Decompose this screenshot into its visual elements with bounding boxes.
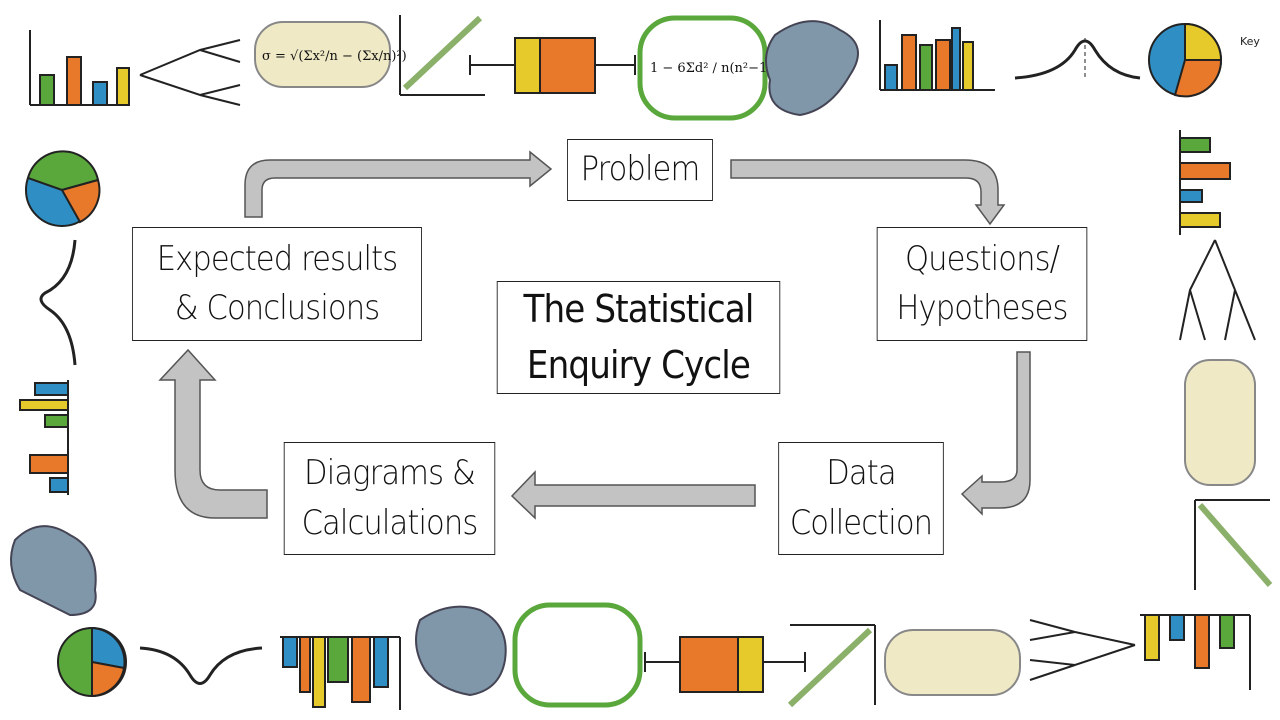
tree-diagram-doodle [139,39,241,106]
key-label: Key [1240,35,1260,48]
bar-chart-doodle-right [1179,130,1231,235]
bar-chart-doodle [29,30,130,106]
map-doodle [765,20,859,117]
box-plot-doodle-bottom [644,636,806,693]
bar-chart-doodle-bottom [280,636,401,710]
bar-chart-doodle-2 [879,20,995,91]
bar-chart-doodle-bottom-right [1140,614,1251,690]
arrow-questions-to-data [960,351,1031,516]
map-doodle-bottom [415,605,507,697]
sd-formula-cloud-right [1184,359,1256,486]
spearman-formula-cloud: 1 − 6Σd² / n(n²−1) [637,15,772,121]
tree-diagram-doodle-bottom [1029,619,1136,681]
bar-chart-doodle-left [19,380,69,495]
arrow-problem-to-questions [730,159,1006,226]
stage-questions-hypotheses: Questions/ Hypotheses [876,227,1088,341]
stage-diagrams-calculations: Diagrams & Calculations [283,442,496,555]
stage-expected-results-conclusions: Expected results & Conclusions [132,227,422,341]
scatter-doodle [399,15,485,96]
normal-curve-doodle-left [39,239,77,366]
box-plot-doodle [469,37,636,94]
stage-problem: Problem [567,139,713,201]
map-doodle-left [10,525,97,617]
scatter-doodle-right [1194,499,1273,590]
svg-text:σ = √(Σx²/n − (Σx/n)²): σ = √(Σx²/n − (Σx/n)²) [262,49,407,64]
arrow-data-to-diagrams [510,470,756,520]
pie-chart-doodle [1148,22,1223,98]
spearman-formula-cloud-bottom [512,602,643,708]
scatter-doodle-bottom [787,624,876,708]
normal-curve-doodle [1014,39,1141,80]
diagram-title: The Statistical Enquiry Cycle [496,281,781,394]
arrow-diagrams-to-conclusions [158,348,268,519]
sd-formula-cloud-bottom [884,629,1021,696]
pie-chart-doodle-bottom [57,626,127,698]
arrow-conclusions-to-problem [244,150,553,218]
tree-diagram-doodle-right [1179,239,1256,341]
pie-chart-doodle-left [25,150,101,227]
sd-formula-cloud: σ = √(Σx²/n − (Σx/n)²) [254,21,407,88]
stage-data-collection: Data Collection [778,442,944,555]
svg-text:1 − 6Σd² / n(n²−1): 1 − 6Σd² / n(n²−1) [650,61,772,76]
normal-curve-doodle-bottom [139,646,263,685]
